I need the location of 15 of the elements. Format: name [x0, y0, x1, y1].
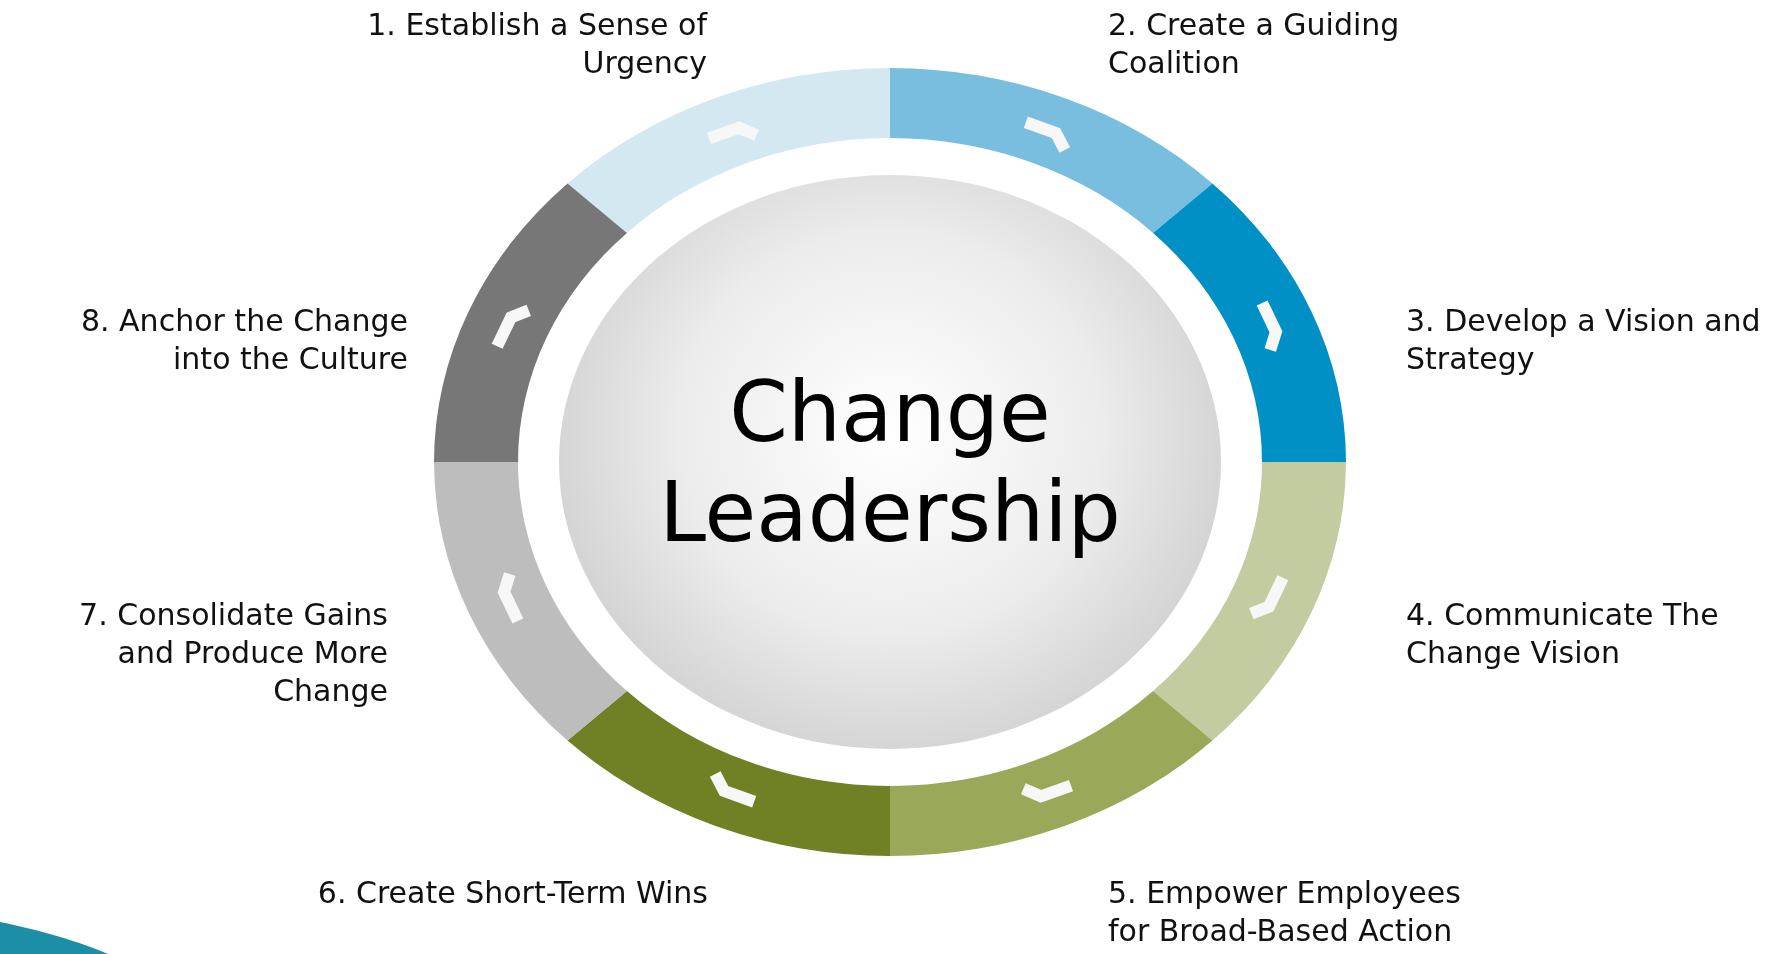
- step-label: 6. Create Short-Term Wins: [316, 874, 708, 912]
- step-label: 3. Develop a Vision and Strategy: [1406, 302, 1761, 378]
- center-title: Change Leadership: [658, 362, 1122, 562]
- step-label: 5. Empower Employees for Broad-Based Action: [1108, 874, 1462, 950]
- ring-segment: [1153, 462, 1346, 741]
- step-label: 1. Establish a Sense of Urgency: [366, 6, 707, 82]
- step-label: 7. Consolidate Gains and Produce More Change: [78, 596, 388, 710]
- ring-segment: [1153, 183, 1346, 462]
- ring-segment: [890, 691, 1213, 856]
- step-label: 4. Communicate The Change Vision: [1406, 596, 1720, 672]
- step-label: 8. Anchor the Change into the Culture: [79, 302, 408, 378]
- ring-segment: [434, 183, 627, 462]
- ring-segment: [434, 462, 627, 741]
- step-label: 2. Create a Guiding Coalition: [1108, 6, 1401, 82]
- ring-segment: [567, 691, 890, 856]
